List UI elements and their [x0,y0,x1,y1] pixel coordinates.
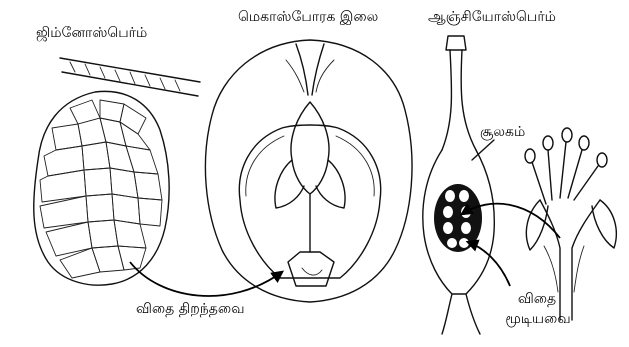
gymnosperm-cone [34,58,200,285]
label-ovary: சூலகம் [480,125,525,140]
label-naked-seed: விதை திறந்தவை [136,302,245,317]
arrow-covered-seed [468,242,510,286]
megasporophyll-ovule [205,40,412,302]
angiosperm-pistil [423,36,495,334]
label-covered-seed-line1: விதை [502,292,572,307]
arrow-naked-seed [130,262,282,296]
label-covered-seed-line2: மூடியவை [498,312,578,327]
label-gymnosperm: ஜிம்னோஸ்பெர்ம் [36,26,147,41]
label-angiosperm: ஆஞ்சியோஸ்பெர்ம் [428,10,556,25]
label-megasporophyll: மெகாஸ்போரக இலை [238,10,378,25]
